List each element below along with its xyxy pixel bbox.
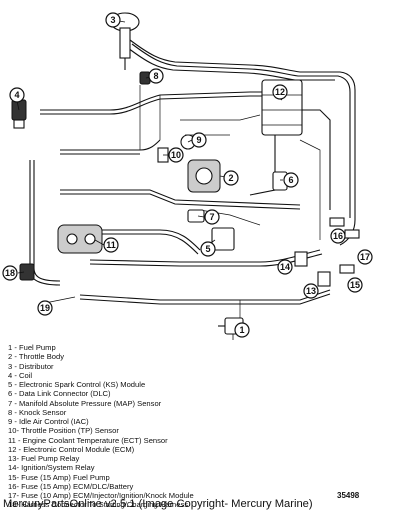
- legend-item: 4 - Coil: [8, 370, 33, 380]
- svg-text:10: 10: [171, 150, 181, 160]
- svg-text:2: 2: [228, 173, 233, 183]
- image-caption: MercuryPartsOnline v2.5.1 (Image Copyrig…: [3, 498, 313, 510]
- svg-text:1: 1: [239, 325, 244, 335]
- svg-text:15: 15: [350, 280, 360, 290]
- legend-item: 6 - Data Link Connector (DLC): [8, 389, 111, 399]
- callout-3: 3: [105, 12, 121, 28]
- svg-text:13: 13: [306, 286, 316, 296]
- legend-item: 2 - Throttle Body: [8, 352, 64, 362]
- callout-13: 13: [303, 283, 319, 299]
- relay-parts: [294, 251, 331, 287]
- callout-19: 19: [37, 300, 53, 316]
- legend-item: 8 - Knock Sensor: [8, 407, 67, 417]
- svg-text:6: 6: [288, 175, 293, 185]
- legend-item: 15- Fuse (15 Amp) Fuel Pump: [8, 472, 110, 482]
- fuse-parts: [329, 217, 360, 274]
- svg-text:4: 4: [14, 90, 19, 100]
- callout-7: 7: [204, 209, 220, 225]
- callout-16: 16: [330, 228, 346, 244]
- knock-sensor-part: [139, 71, 151, 85]
- callout-12: 12: [272, 84, 288, 100]
- throttle-body-part: [187, 159, 221, 193]
- callout-8: 8: [148, 68, 164, 84]
- callout-9: 9: [191, 132, 207, 148]
- legend-item: 10- Throttle Position (TP) Sensor: [8, 426, 119, 436]
- svg-text:17: 17: [360, 252, 370, 262]
- svg-text:7: 7: [209, 212, 214, 222]
- legend-item: 5 - Electronic Spark Control (KS) Module: [8, 380, 146, 389]
- svg-text:19: 19: [40, 303, 50, 313]
- legend-item: 16- Fuse (15 Amp) ECM/DLC/Battery: [8, 481, 134, 491]
- svg-text:9: 9: [196, 135, 201, 145]
- legend-item: 3 - Distributor: [8, 361, 54, 371]
- figure-number: 35498: [337, 491, 360, 500]
- ect-sensor-part: [57, 224, 103, 254]
- legend-item: 18- Harness Connector To Starting/Chargi…: [8, 500, 189, 510]
- callout-5: 5: [200, 241, 216, 257]
- svg-text:14: 14: [280, 262, 290, 272]
- svg-text:12: 12: [275, 87, 285, 97]
- legend-item: 17- Fuse (10 Amp) ECM/Injector/Ignition/…: [8, 491, 194, 500]
- callout-4: 4: [9, 87, 25, 103]
- legend-item: 1 - Fuel Pump: [8, 343, 56, 352]
- map-sensor-part: [187, 209, 205, 223]
- svg-text:3: 3: [110, 15, 115, 25]
- harness-connector-part: [19, 263, 35, 281]
- callout-6: 6: [283, 172, 299, 188]
- callout-10: 10: [168, 147, 184, 163]
- callout-11: 11: [103, 237, 119, 253]
- callout-14: 14: [277, 259, 293, 275]
- leader-lines: [16, 19, 283, 340]
- parts-legend: 1 - Fuel Pump 2 - Throttle Body 3 - Dist…: [8, 343, 194, 510]
- legend-item: 14- Ignition/System Relay: [8, 463, 95, 473]
- callout-15: 15: [347, 277, 363, 293]
- svg-text:5: 5: [205, 244, 210, 254]
- ks-module-part: [211, 227, 235, 251]
- legend-item: 11 - Engine Coolant Temperature (ECT) Se…: [8, 435, 168, 445]
- legend-item: 13- Fuel Pump Relay: [8, 454, 80, 463]
- legend-item: 9 - Idle Air Control (IAC): [8, 417, 89, 426]
- legend-item: 12 - Electronic Control Module (ECM): [8, 444, 135, 454]
- callout-18: 18: [2, 265, 18, 281]
- svg-text:8: 8: [153, 71, 158, 81]
- svg-text:11: 11: [106, 240, 116, 250]
- wiring-diagram: 1 2 3 4 5 6 7 8 9 10 11 12 13 14 15 16 1…: [2, 12, 373, 340]
- svg-text:18: 18: [5, 268, 15, 278]
- callout-17: 17: [357, 249, 373, 265]
- legend-item: 7 - Manifold Absolute Pressure (MAP) Sen…: [8, 398, 162, 408]
- coil-part: [11, 99, 27, 129]
- svg-text:16: 16: [333, 231, 343, 241]
- ecm-part: [261, 79, 303, 136]
- callout-2: 2: [223, 170, 239, 186]
- callout-1: 1: [234, 322, 250, 338]
